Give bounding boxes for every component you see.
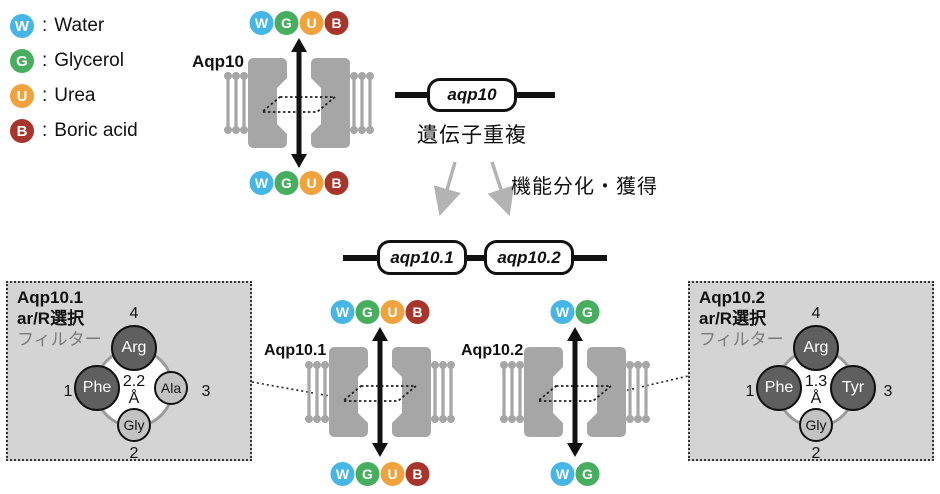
molecule-W: W [249, 171, 274, 195]
legend-item-boric-acid: B : Boric acid [10, 119, 138, 143]
molecule-G: G [575, 300, 600, 324]
filter-label-line2: フィルター [699, 330, 784, 349]
residue-phe: Phe [756, 365, 802, 411]
gene-aqp10-2-label: aqp10.2 [497, 247, 561, 267]
protein-label-aqp10: Aqp10 [192, 52, 244, 71]
molecule-G: G [355, 462, 380, 486]
gene-aqp10-label: aqp10 [447, 85, 497, 104]
protein-label-aqp10-2: Aqp10.2 [461, 342, 524, 359]
duplication-arrow-left [433, 161, 461, 217]
filter-protein-name: Aqp10.1 [17, 288, 84, 307]
filter-box-title: Aqp10.2 ar/R選択 フィルター [699, 287, 784, 350]
legend-item-glycerol: G : Glycerol [10, 49, 138, 73]
legend-separator: : [42, 120, 48, 141]
legend-item-water: W : Water [10, 14, 138, 38]
legend-separator: : [42, 15, 48, 36]
residue-gly: Gly [117, 408, 151, 442]
pore-diameter-unit: Å [810, 390, 822, 407]
chromosome-line-children [343, 255, 607, 261]
legend-label: Glycerol [54, 50, 124, 71]
legend-label: Boric acid [54, 120, 138, 141]
molecule-B: B [324, 171, 349, 195]
pore-diameter-value: 2.2 [122, 373, 146, 390]
legend-item-urea: U : Urea [10, 84, 138, 108]
residue-position-number: 2 [811, 445, 821, 462]
pore-diameter: 1.3 Å [805, 373, 827, 407]
gene-aqp10-1: aqp10.1 [377, 240, 467, 275]
molecule-W: W [249, 11, 274, 35]
glycerol-icon: G [10, 49, 34, 73]
residue-ala: Ala [154, 371, 188, 405]
legend: W : Water G : Glycerol U : Urea B : Bori… [10, 14, 138, 154]
molecule-G: G [274, 171, 299, 195]
filter-label-line1: ar/R選択 [699, 309, 767, 328]
molecule-U: U [380, 462, 405, 486]
functional-differentiation-label: 機能分化・獲得 [511, 176, 658, 198]
residue-arg: Arg [793, 325, 839, 371]
pore-diameter: 2.2 Å [123, 373, 145, 407]
urea-icon: U [10, 84, 34, 108]
protein-label-aqp10-1: Aqp10.1 [264, 342, 327, 359]
residue-position-number: 1 [745, 383, 755, 400]
molecule-B: B [405, 462, 430, 486]
residue-position-number: 1 [63, 383, 73, 400]
residue-position-number: 3 [201, 383, 211, 400]
legend-separator: : [42, 50, 48, 71]
pore-diameter-value: 1.3 [804, 373, 828, 390]
residue-tyr: Tyr [830, 365, 876, 411]
molecule-U: U [299, 11, 324, 35]
molecule-U: U [299, 171, 324, 195]
filter-label-line2: フィルター [17, 330, 102, 349]
molecule-W: W [550, 462, 575, 486]
molecule-G: G [575, 462, 600, 486]
legend-separator: : [42, 85, 48, 106]
molecule-W: W [550, 300, 575, 324]
molecule-B: B [324, 11, 349, 35]
boric-acid-icon: B [10, 119, 34, 143]
gene-duplication-label: 遺伝子重複 [417, 124, 527, 147]
filter-label-line1: ar/R選択 [17, 309, 85, 328]
residue-gly: Gly [799, 408, 833, 442]
water-icon: W [10, 14, 34, 38]
residue-arg: Arg [111, 325, 157, 371]
filter-protein-name: Aqp10.2 [699, 288, 766, 307]
residue-position-number: 4 [811, 305, 821, 322]
filter-box-title: Aqp10.1 ar/R選択 フィルター [17, 287, 102, 350]
residue-phe: Phe [74, 365, 120, 411]
residue-position-number: 3 [883, 383, 893, 400]
molecule-U: U [380, 300, 405, 324]
molecule-G: G [274, 11, 299, 35]
duplication-arrow-right [487, 161, 515, 216]
molecule-B: B [405, 300, 430, 324]
gene-aqp10: aqp10 [427, 78, 517, 112]
molecule-W: W [330, 300, 355, 324]
residue-position-number: 2 [129, 445, 139, 462]
legend-label: Urea [54, 85, 96, 106]
gene-aqp10-1-label: aqp10.1 [390, 247, 454, 267]
pore-diameter-unit: Å [128, 390, 140, 407]
gene-aqp10-2: aqp10.2 [484, 240, 574, 275]
molecule-W: W [330, 462, 355, 486]
legend-label: Water [54, 15, 105, 36]
molecule-G: G [355, 300, 380, 324]
residue-position-number: 4 [129, 305, 139, 322]
